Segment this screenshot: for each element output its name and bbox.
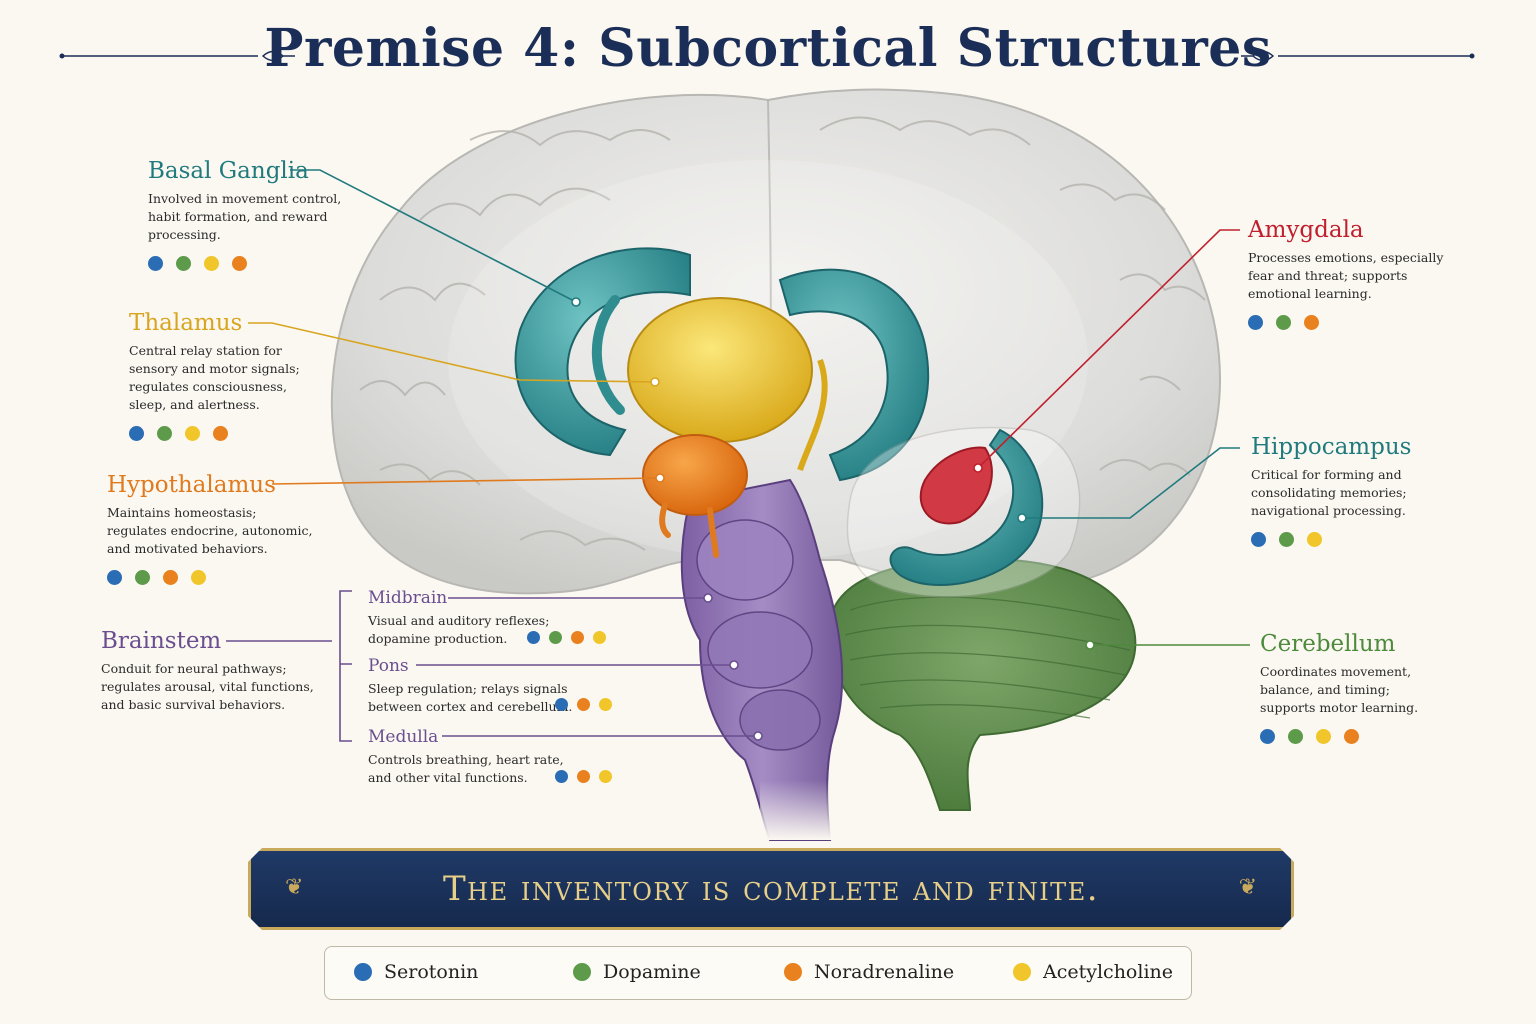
hypothalamus-neurotransmitters <box>107 570 312 585</box>
serotonin-dot-icon <box>148 256 163 271</box>
dopamine-dot-icon <box>157 426 172 441</box>
acetylcholine-dot-icon <box>599 770 612 783</box>
serotonin-dot-icon <box>527 631 540 644</box>
medulla-desc: Controls breathing, heart rate,and other… <box>368 752 564 785</box>
hypothalamus-desc: Maintains homeostasis;regulates endocrin… <box>107 505 313 556</box>
cerebellum-desc: Coordinates movement,balance, and timing… <box>1260 664 1419 715</box>
midbrain-neurotransmitters <box>527 631 606 644</box>
noradrenaline-dot-icon <box>163 570 178 585</box>
midbrain-desc: Visual and auditory reflexes;dopamine pr… <box>368 613 550 646</box>
serotonin-dot-icon <box>107 570 122 585</box>
acetylcholine-dot-icon <box>191 570 206 585</box>
noradrenaline-dot-icon <box>577 770 590 783</box>
page-title: Premise 4: Subcortical Structures <box>264 18 1272 79</box>
acetylcholine-swatch-icon <box>1013 963 1031 981</box>
acetylcholine-dot-icon <box>204 256 219 271</box>
midbrain-title: Midbrain <box>368 588 448 608</box>
legend-item-serotonin: Serotonin <box>354 961 478 983</box>
label-midbrain: Midbrain Visual and auditory reflexes;do… <box>368 588 606 648</box>
legend-label: Dopamine <box>603 961 701 983</box>
thalamus-title: Thalamus <box>129 310 243 336</box>
pons-neurotransmitters <box>555 698 612 711</box>
conclusion-banner: ❦ The inventory is complete and finite. … <box>248 848 1294 930</box>
neurotransmitter-legend: Serotonin Dopamine Noradrenaline Acetylc… <box>324 946 1192 1000</box>
banner-flourish-left-icon: ❦ <box>285 875 304 900</box>
dopamine-dot-icon <box>1279 532 1294 547</box>
noradrenaline-dot-icon <box>577 698 590 711</box>
legend-label: Noradrenaline <box>814 961 955 983</box>
basal-ganglia-neurotransmitters <box>148 256 341 271</box>
label-hypothalamus: Hypothalamus Maintains homeostasis;regul… <box>107 472 312 585</box>
title-ornament-left <box>59 50 295 62</box>
noradrenaline-dot-icon <box>213 426 228 441</box>
banner-flourish-right-icon: ❦ <box>1238 875 1257 900</box>
amygdala-title: Amygdala <box>1248 217 1364 243</box>
basal-ganglia-title: Basal Ganglia <box>148 158 309 184</box>
dopamine-dot-icon <box>549 631 562 644</box>
serotonin-dot-icon <box>1260 729 1275 744</box>
brainstem-title: Brainstem <box>101 628 222 654</box>
basal-ganglia-desc: Involved in movement control,habit forma… <box>148 191 342 242</box>
banner-text: The inventory is complete and finite. <box>442 869 1100 909</box>
noradrenaline-dot-icon <box>1344 729 1359 744</box>
label-brainstem: Brainstem Conduit for neural pathways;re… <box>101 628 314 714</box>
cerebellum-neurotransmitters <box>1260 729 1418 744</box>
thalamus-neurotransmitters <box>129 426 300 441</box>
brainstem-desc: Conduit for neural pathways;regulates ar… <box>101 661 314 712</box>
serotonin-dot-icon <box>555 698 568 711</box>
serotonin-dot-icon <box>1251 532 1266 547</box>
acetylcholine-dot-icon <box>1316 729 1331 744</box>
title-ornament-right <box>1241 50 1475 62</box>
legend-item-acetylcholine: Acetylcholine <box>1013 961 1173 983</box>
acetylcholine-dot-icon <box>593 631 606 644</box>
medulla-neurotransmitters <box>555 770 612 783</box>
label-cerebellum: Cerebellum Coordinates movement,balance,… <box>1260 631 1418 744</box>
hippocampus-neurotransmitters <box>1251 532 1411 547</box>
legend-label: Serotonin <box>384 961 479 983</box>
noradrenaline-dot-icon <box>1304 315 1319 330</box>
noradrenaline-dot-icon <box>571 631 584 644</box>
serotonin-dot-icon <box>129 426 144 441</box>
medulla-title: Medulla <box>368 727 439 747</box>
legend-item-noradrenaline: Noradrenaline <box>784 961 954 983</box>
cerebellum-title: Cerebellum <box>1260 631 1396 657</box>
dopamine-swatch-icon <box>573 963 591 981</box>
label-basal-ganglia: Basal Ganglia Involved in movement contr… <box>148 158 341 271</box>
serotonin-swatch-icon <box>354 963 372 981</box>
amygdala-neurotransmitters <box>1248 315 1443 330</box>
acetylcholine-dot-icon <box>185 426 200 441</box>
dopamine-dot-icon <box>176 256 191 271</box>
legend-label: Acetylcholine <box>1043 961 1174 983</box>
label-medulla: Medulla Controls breathing, heart rate,a… <box>368 727 612 787</box>
dopamine-dot-icon <box>1276 315 1291 330</box>
acetylcholine-dot-icon <box>599 698 612 711</box>
hypothalamus-title: Hypothalamus <box>107 472 276 498</box>
dopamine-dot-icon <box>1288 729 1303 744</box>
acetylcholine-dot-icon <box>1307 532 1322 547</box>
serotonin-dot-icon <box>1248 315 1263 330</box>
pons-title: Pons <box>368 656 409 676</box>
noradrenaline-dot-icon <box>232 256 247 271</box>
legend-item-dopamine: Dopamine <box>573 961 701 983</box>
noradrenaline-swatch-icon <box>784 963 802 981</box>
hippocampus-title: Hippocampus <box>1251 434 1412 460</box>
serotonin-dot-icon <box>555 770 568 783</box>
dopamine-dot-icon <box>135 570 150 585</box>
